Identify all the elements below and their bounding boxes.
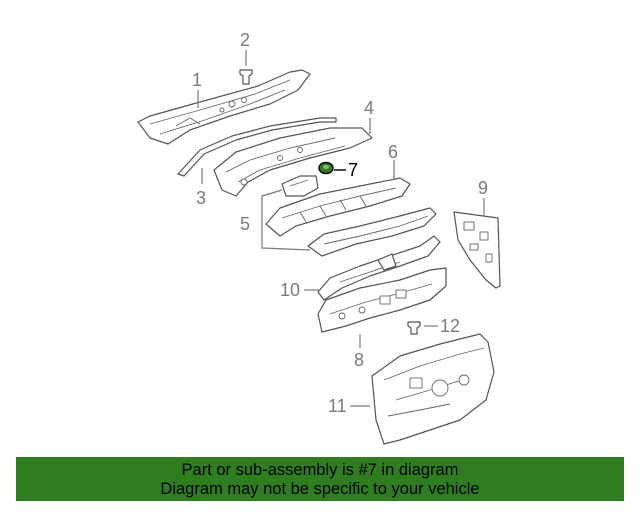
part-5-reinforcement: [307, 207, 437, 257]
part-12-push-pin: [407, 321, 421, 335]
part-8-dash-upper: [317, 267, 447, 333]
part-1-cowl-panel: [137, 69, 311, 145]
banner-line-1: Part or sub-assembly is #7 in diagram: [181, 461, 459, 479]
banner-line-2: Diagram may not be specific to your vehi…: [160, 480, 480, 498]
part-6-plenum-panel: [265, 177, 411, 237]
callouts: 2 1 3 4 5 6 7 8 9 10 11 12: [192, 30, 488, 416]
leader-5: [261, 189, 311, 251]
part-2-fastener: [239, 69, 253, 85]
callout-4: 4: [364, 98, 374, 118]
part-5-bracket: [281, 175, 319, 197]
callout-11: 11: [328, 396, 347, 416]
part-7-grommet: [318, 161, 334, 175]
callout-7: 7: [348, 160, 358, 180]
callout-3: 3: [196, 188, 206, 208]
callout-6: 6: [388, 142, 398, 162]
callout-8: 8: [354, 350, 364, 370]
callout-2: 2: [240, 30, 250, 50]
callout-5: 5: [240, 214, 250, 234]
callout-10: 10: [280, 280, 300, 300]
leader-lines: [197, 50, 485, 407]
part-11-dash-lower: [371, 333, 495, 445]
part-10-reinforcement: [317, 235, 441, 301]
callout-12: 12: [440, 316, 460, 336]
parts-diagram: 2 1 3 4 5 6 7 8 9 10 11 12: [137, 30, 501, 445]
callout-9: 9: [478, 178, 488, 198]
part-9-side-panel: [453, 211, 501, 289]
callout-1: 1: [192, 70, 202, 90]
info-banner: Part or sub-assembly is #7 in diagram Di…: [16, 457, 624, 501]
part-4-cowl-lower: [213, 127, 373, 197]
part-3-weatherstrip: [177, 117, 337, 177]
